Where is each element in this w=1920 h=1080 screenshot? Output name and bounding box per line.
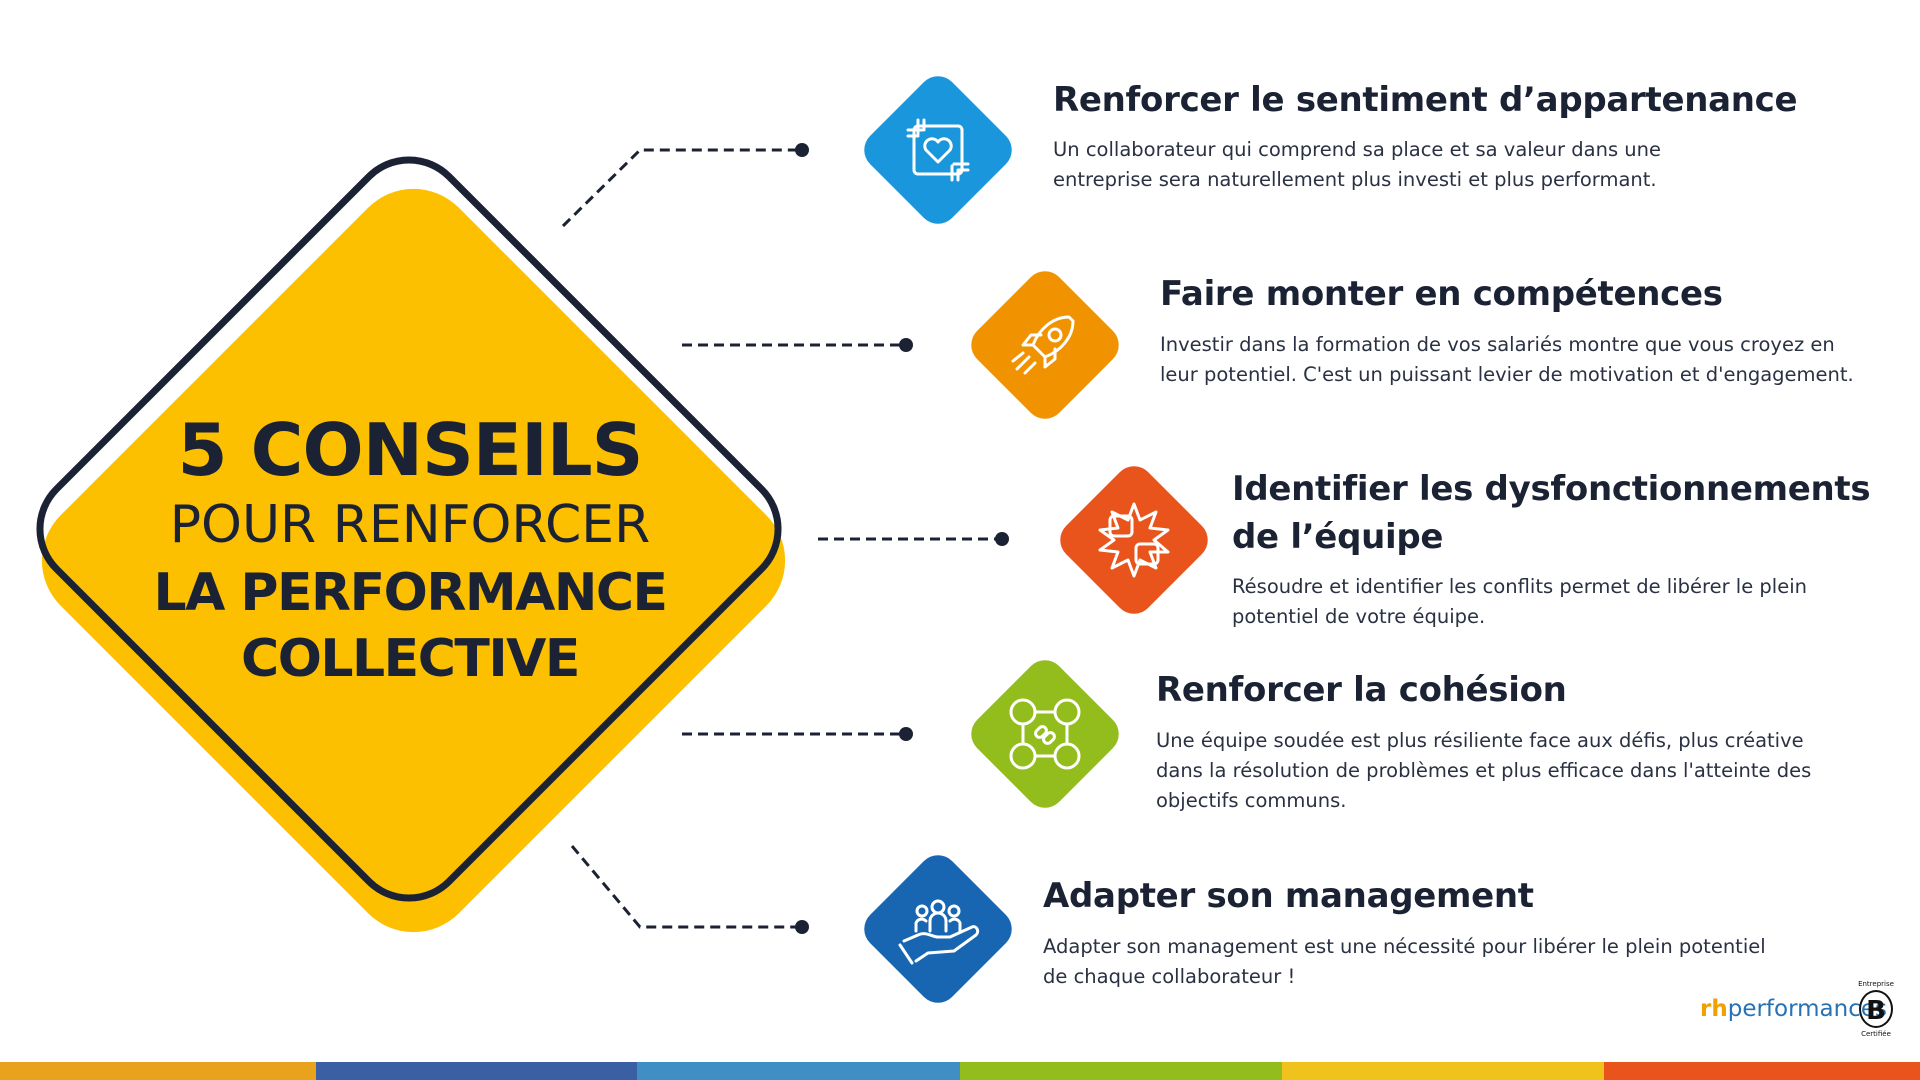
tip-3-title-line-1: Identifier les dysfonctionnements: [1232, 469, 1871, 509]
sign-line-3: LA PERFORMANCE: [153, 563, 668, 623]
tip-2-desc: Investir dans la formation de vos salari…: [1160, 330, 1854, 390]
sign-heading: 5 CONSEILS POUR RENFORCER LA PERFORMANCE…: [100, 410, 720, 692]
hand-people-icon: [898, 899, 980, 965]
tip-5-desc-line-2: de chaque collaborateur !: [1043, 965, 1296, 988]
tip-4-title: Renforcer la cohésion: [1156, 666, 1567, 714]
tip-4-desc-line-3: objectifs communs.: [1156, 789, 1347, 812]
color-band-6: [1604, 1062, 1920, 1080]
tip-3-title-line-2: de l’équipe: [1232, 517, 1444, 557]
bcorp-top-text: Entreprise: [1858, 980, 1894, 988]
tip-2-title: Faire monter en compétences: [1160, 270, 1723, 318]
connector-1-dot: [795, 143, 809, 157]
logo-rh: rh: [1700, 996, 1728, 1022]
hands-heart-icon: [906, 118, 970, 182]
sign-line-1: 5 CONSEILS: [177, 408, 643, 492]
color-band-3: [637, 1062, 960, 1080]
tip-2-title-line-1: Faire monter en compétences: [1160, 274, 1723, 314]
tip-4-title-line-1: Renforcer la cohésion: [1156, 670, 1567, 710]
tip-2-desc-line-1: Investir dans la formation de vos salari…: [1160, 333, 1835, 356]
tip-1-title-line-1: Renforcer le sentiment d’appartenance: [1053, 80, 1798, 120]
bcorp-bottom-text: Certifiée: [1861, 1030, 1891, 1038]
tip-4-desc: Une équipe soudée est plus résiliente fa…: [1156, 726, 1811, 816]
tip-3-desc: Résoudre et identifier les conflits perm…: [1232, 572, 1807, 632]
connector-2-dot: [899, 338, 913, 352]
tip-3-desc-line-2: potentiel de votre équipe.: [1232, 605, 1486, 628]
tip-4-desc-line-2: dans la résolution de problèmes et plus …: [1156, 759, 1812, 782]
tip-5-desc: Adapter son management est une nécessité…: [1043, 932, 1766, 992]
fists-clash-icon: [1098, 502, 1170, 578]
connector-4-dot: [899, 727, 913, 741]
color-band-5: [1282, 1062, 1604, 1080]
sign-line-2: POUR RENFORCER: [169, 495, 651, 555]
rocket-icon: [1011, 315, 1075, 375]
bcorp-letter: B: [1859, 990, 1893, 1028]
tip-4-desc-line-1: Une équipe soudée est plus résiliente fa…: [1156, 729, 1804, 752]
color-band-4: [960, 1062, 1282, 1080]
connector-5: [570, 845, 802, 929]
connector-5-dot: [795, 920, 809, 934]
connector-3-dot: [995, 532, 1009, 546]
color-band-1: [0, 1062, 316, 1080]
tip-1-title: Renforcer le sentiment d’appartenance: [1053, 76, 1798, 124]
tip-5-desc-line-1: Adapter son management est une nécessité…: [1043, 935, 1766, 958]
sign-line-4: COLLECTIVE: [241, 629, 580, 689]
color-band-2: [316, 1062, 637, 1080]
tip-1-desc: Un collaborateur qui comprend sa place e…: [1053, 135, 1661, 195]
tip-3-desc-line-1: Résoudre et identifier les conflits perm…: [1232, 575, 1807, 598]
tip-3-title: Identifier les dysfonctionnements de l’é…: [1232, 465, 1871, 561]
connector-1: [561, 148, 802, 228]
tip-2-desc-line-2: leur potentiel. C'est un puissant levier…: [1160, 363, 1854, 386]
tip-5-title-line-1: Adapter son management: [1043, 876, 1534, 916]
bcorp-badge: Entreprise B Certifiée: [1852, 980, 1900, 1038]
tip-1-desc-line-1: Un collaborateur qui comprend sa place e…: [1053, 138, 1662, 161]
tip-5-title: Adapter son management: [1043, 872, 1534, 920]
team-link-icon: [1009, 698, 1081, 770]
tip-1-desc-line-2: entreprise sera naturellement plus inves…: [1053, 168, 1657, 191]
